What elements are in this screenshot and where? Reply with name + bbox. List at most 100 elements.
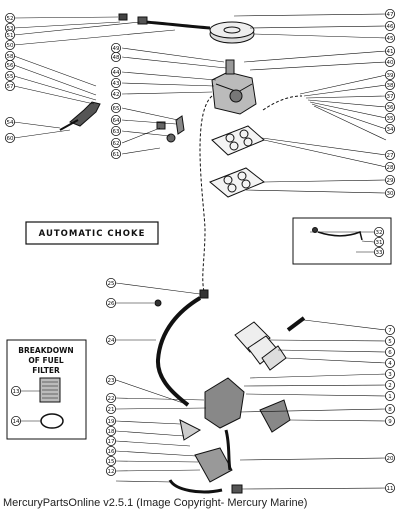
callout-15: 15 <box>106 455 117 466</box>
callout-54: 54 <box>5 117 15 128</box>
callout-14: 14 <box>10 415 21 426</box>
callout-number: 36 <box>387 105 394 111</box>
callout-1: 1 <box>384 390 395 401</box>
callout-56: 56 <box>5 60 15 71</box>
callout-21: 21 <box>106 403 117 414</box>
callout-number: 29 <box>387 178 394 184</box>
callout-9: 9 <box>384 415 395 426</box>
callout-number: 60 <box>7 136 14 142</box>
callout-number: 62 <box>113 141 120 147</box>
callout-number: 23 <box>108 378 115 384</box>
callout-number: 48 <box>113 55 120 61</box>
callout-53: 53 <box>5 22 15 33</box>
callout-2: 2 <box>384 379 395 390</box>
callout-48: 48 <box>111 52 122 63</box>
callout-number: 34 <box>387 127 394 133</box>
callout-number: 31 <box>376 240 383 246</box>
callouts-right: 4746454140393837363534272829303231337564… <box>373 8 395 493</box>
parts-linework <box>59 13 363 494</box>
callout-55: 55 <box>5 71 15 82</box>
callout-64: 64 <box>111 115 122 126</box>
callout-27: 27 <box>384 149 395 160</box>
callout-5: 5 <box>384 335 395 346</box>
callout-62: 62 <box>111 137 122 148</box>
callout-number: 47 <box>387 12 394 18</box>
callout-number: 50 <box>7 43 14 49</box>
callout-number: 44 <box>113 70 120 76</box>
callout-number: 19 <box>108 419 115 425</box>
callout-12: 12 <box>106 465 117 476</box>
callout-number: 24 <box>108 338 115 344</box>
callout-number: 13 <box>13 389 20 395</box>
callout-57: 57 <box>5 81 15 92</box>
callout-16: 16 <box>106 445 117 456</box>
callout-number: 4 <box>388 361 392 367</box>
callout-number: 21 <box>108 407 115 413</box>
callout-47: 47 <box>384 8 395 19</box>
callout-number: 46 <box>387 24 394 30</box>
callout-18: 18 <box>106 425 117 436</box>
callout-number: 57 <box>7 84 14 90</box>
callout-number: 12 <box>108 469 115 475</box>
callout-40: 40 <box>384 57 395 68</box>
callout-number: 5 <box>388 339 392 345</box>
callout-number: 25 <box>108 281 115 287</box>
callout-42: 42 <box>111 89 122 100</box>
callout-58: 58 <box>5 51 15 62</box>
callout-number: 7 <box>388 328 392 334</box>
callout-number: 51 <box>7 33 14 39</box>
callout-28: 28 <box>384 161 395 172</box>
callout-number: 38 <box>387 83 394 89</box>
callout-number: 56 <box>7 63 14 69</box>
callout-number: 43 <box>113 81 120 87</box>
callout-26: 26 <box>106 297 117 308</box>
callout-number: 61 <box>113 152 120 158</box>
callout-number: 28 <box>387 165 394 171</box>
breakdown-line-2: OF FUEL <box>28 356 63 365</box>
callout-23: 23 <box>106 374 117 385</box>
callout-51: 51 <box>5 29 15 40</box>
callout-3: 3 <box>384 368 395 379</box>
callout-number: 49 <box>113 46 120 52</box>
callout-number: 18 <box>108 429 115 435</box>
callout-13: 13 <box>10 385 21 396</box>
leader-lines <box>13 13 387 490</box>
callout-number: 32 <box>376 230 383 236</box>
callout-number: 41 <box>387 49 394 55</box>
callout-number: 22 <box>108 396 115 402</box>
callout-17: 17 <box>106 435 117 446</box>
callout-11: 11 <box>384 482 395 493</box>
callout-63: 63 <box>111 126 122 137</box>
callout-22: 22 <box>106 392 117 403</box>
callout-60: 60 <box>5 132 15 143</box>
callout-25: 25 <box>106 277 117 288</box>
callout-37: 37 <box>384 91 395 102</box>
callout-number: 52 <box>7 16 14 22</box>
automatic-choke-text: AUTOMATIC CHOKE <box>39 229 146 239</box>
callout-number: 1 <box>388 394 392 400</box>
callout-19: 19 <box>106 415 117 426</box>
choke-inset-box <box>292 217 392 265</box>
callout-36: 36 <box>384 102 395 113</box>
callout-20: 20 <box>384 452 395 463</box>
breakdown-line-1: BREAKDOWN <box>18 346 73 355</box>
callout-32: 32 <box>373 226 384 237</box>
callout-43: 43 <box>111 78 122 89</box>
callout-number: 14 <box>13 419 20 425</box>
callout-number: 20 <box>387 456 394 462</box>
callout-number: 53 <box>7 26 14 32</box>
callouts-filter: 13 14 <box>10 385 21 426</box>
callout-number: 6 <box>388 350 392 356</box>
callouts-left: 5253515058565557546564636261604948444342… <box>5 12 122 476</box>
callout-46: 46 <box>384 20 395 31</box>
callout-8: 8 <box>384 403 395 414</box>
callout-number: 37 <box>387 94 394 100</box>
callout-30: 30 <box>384 187 395 198</box>
callout-number: 17 <box>108 439 115 445</box>
callout-33: 33 <box>373 246 384 257</box>
callout-41: 41 <box>384 46 395 57</box>
callout-number: 63 <box>113 129 120 135</box>
callout-number: 54 <box>7 120 14 126</box>
callout-34: 34 <box>384 124 395 135</box>
